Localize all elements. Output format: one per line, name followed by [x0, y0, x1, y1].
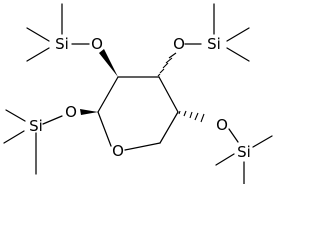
oxygen-c4-label: O — [216, 116, 228, 134]
oxygen-c3-label: O — [173, 35, 185, 53]
bond-o-ring-c1 — [97, 111, 112, 147]
bond-c1-c2 — [97, 76, 119, 113]
tms-group-c2 — [26, 3, 63, 62]
hash-bond-c3-o — [157, 52, 177, 77]
silicon-c3-label: Si — [207, 35, 221, 53]
structure-diagram: O O O O O Si Si Si Si — [3, 3, 273, 184]
bond-c5-o-ring — [124, 142, 161, 151]
tms-group-c3 — [213, 3, 250, 62]
silicon-c1-label: Si — [29, 117, 43, 135]
silicon-c4-label: Si — [237, 143, 251, 161]
bond-o-si-c4 — [228, 128, 239, 143]
bond-o-si-c1 — [42, 115, 63, 125]
oxygen-c1-label: O — [65, 103, 77, 121]
silicon-c2-label: Si — [55, 35, 69, 53]
oxygen-c2-label: O — [91, 35, 103, 53]
ring-oxygen-label: O — [112, 142, 124, 160]
tms-group-c1 — [3, 109, 37, 175]
bond-c4-c5 — [159, 111, 179, 144]
wedge-bond-c2-o — [99, 49, 118, 77]
bond-c3-c4 — [158, 76, 179, 113]
hash-bond-c4-o — [178, 110, 205, 123]
tms-group-c4 — [215, 135, 273, 184]
wedge-bond-c1-o — [80, 109, 98, 115]
pyranose-ring — [97, 76, 179, 151]
